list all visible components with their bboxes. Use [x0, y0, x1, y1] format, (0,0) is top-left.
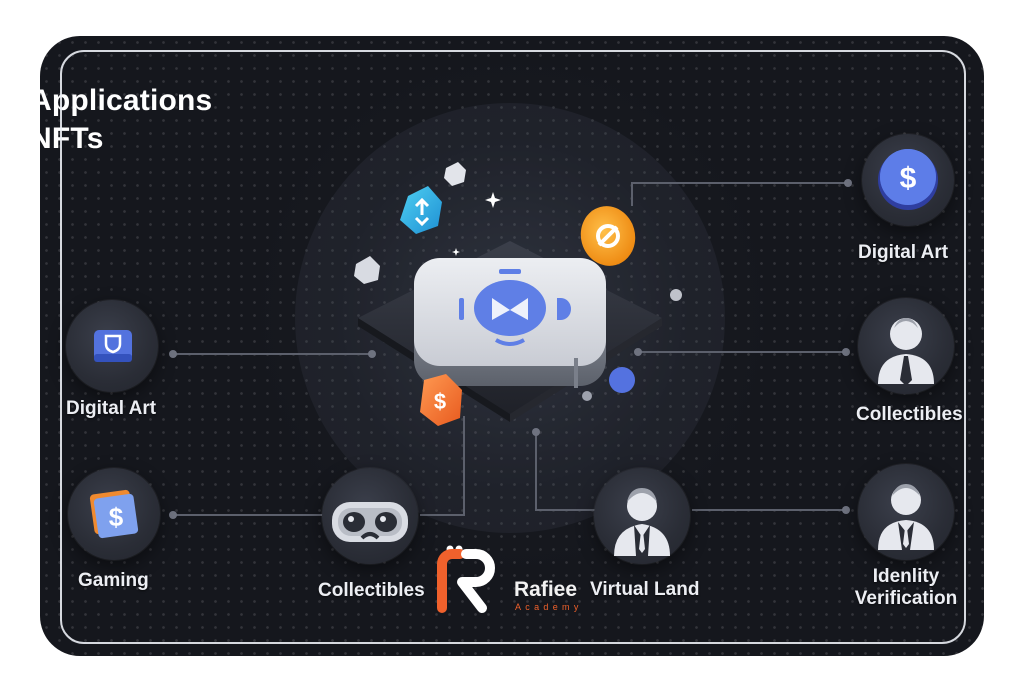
shield-card-icon: [94, 330, 132, 362]
sparkle-icon: [452, 248, 460, 256]
connector-dots: [169, 179, 852, 519]
svg-text:$: $: [900, 162, 917, 195]
inner-frame-border: [60, 50, 966, 644]
central-platform-icon: [358, 241, 662, 422]
orange-coin-icon: [580, 206, 636, 266]
vr-headset-icon: [332, 502, 408, 542]
label-digital-art-right: Digital Art: [858, 242, 949, 263]
white-cube-icon: [354, 256, 380, 284]
node-digital-art-right: $: [862, 134, 954, 226]
node-collectibles-right: [858, 298, 954, 394]
cyan-cube-icon: [400, 186, 442, 234]
node-collectibles-bottom: [322, 468, 418, 564]
connector-right-top: [631, 182, 848, 206]
title-line-2: NFTs: [40, 122, 104, 155]
grey-sphere-icon: [670, 289, 682, 301]
white-cube-icon: [444, 162, 466, 186]
dollar-card-icon: $: [89, 489, 139, 539]
brand-name: Rafiee: [514, 578, 578, 601]
node-virtual-land: [594, 468, 690, 564]
label-identity-verification: Idenlity Verification: [836, 566, 976, 610]
node-gaming: $: [68, 468, 160, 560]
grey-sphere-icon: [582, 391, 592, 401]
label-digital-art-left: Digital Art: [66, 398, 157, 419]
sparkle-icon: [485, 192, 501, 208]
svg-text:$: $: [109, 502, 124, 532]
node-identity-verification: [858, 464, 954, 560]
node-digital-art-left: [66, 300, 158, 392]
diagram-card: Applications NFTs: [40, 36, 984, 656]
person-avatar-icon: [878, 484, 934, 550]
orange-dollar-cube-icon: $: [420, 374, 462, 426]
dollar-coin-icon: $: [878, 149, 938, 210]
person-suit-icon: [614, 488, 670, 556]
connector-bottom-left: [420, 416, 465, 516]
label-virtual-land: Virtual Land: [590, 579, 700, 600]
hub-diagram: $: [169, 103, 852, 533]
label-collectibles-right: Collectibles: [856, 404, 963, 425]
page-title: Applications NFTs: [40, 82, 212, 158]
person-avatar-icon: [878, 318, 934, 386]
title-line-1: Applications: [40, 84, 213, 117]
svg-text:$: $: [434, 389, 446, 414]
label-collectibles-bottom: Collectibles: [318, 580, 425, 601]
label-identity-line-1: Idenlity: [872, 566, 940, 587]
label-identity-line-2: Verification: [854, 588, 958, 609]
rafiee-logo-icon: [437, 545, 495, 613]
brand-subtitle: Academy: [515, 602, 583, 612]
connector-lines: [173, 182, 848, 516]
connector-bottom-center: [535, 432, 596, 511]
label-gaming: Gaming: [78, 570, 149, 591]
blue-sphere-icon: [609, 367, 635, 393]
